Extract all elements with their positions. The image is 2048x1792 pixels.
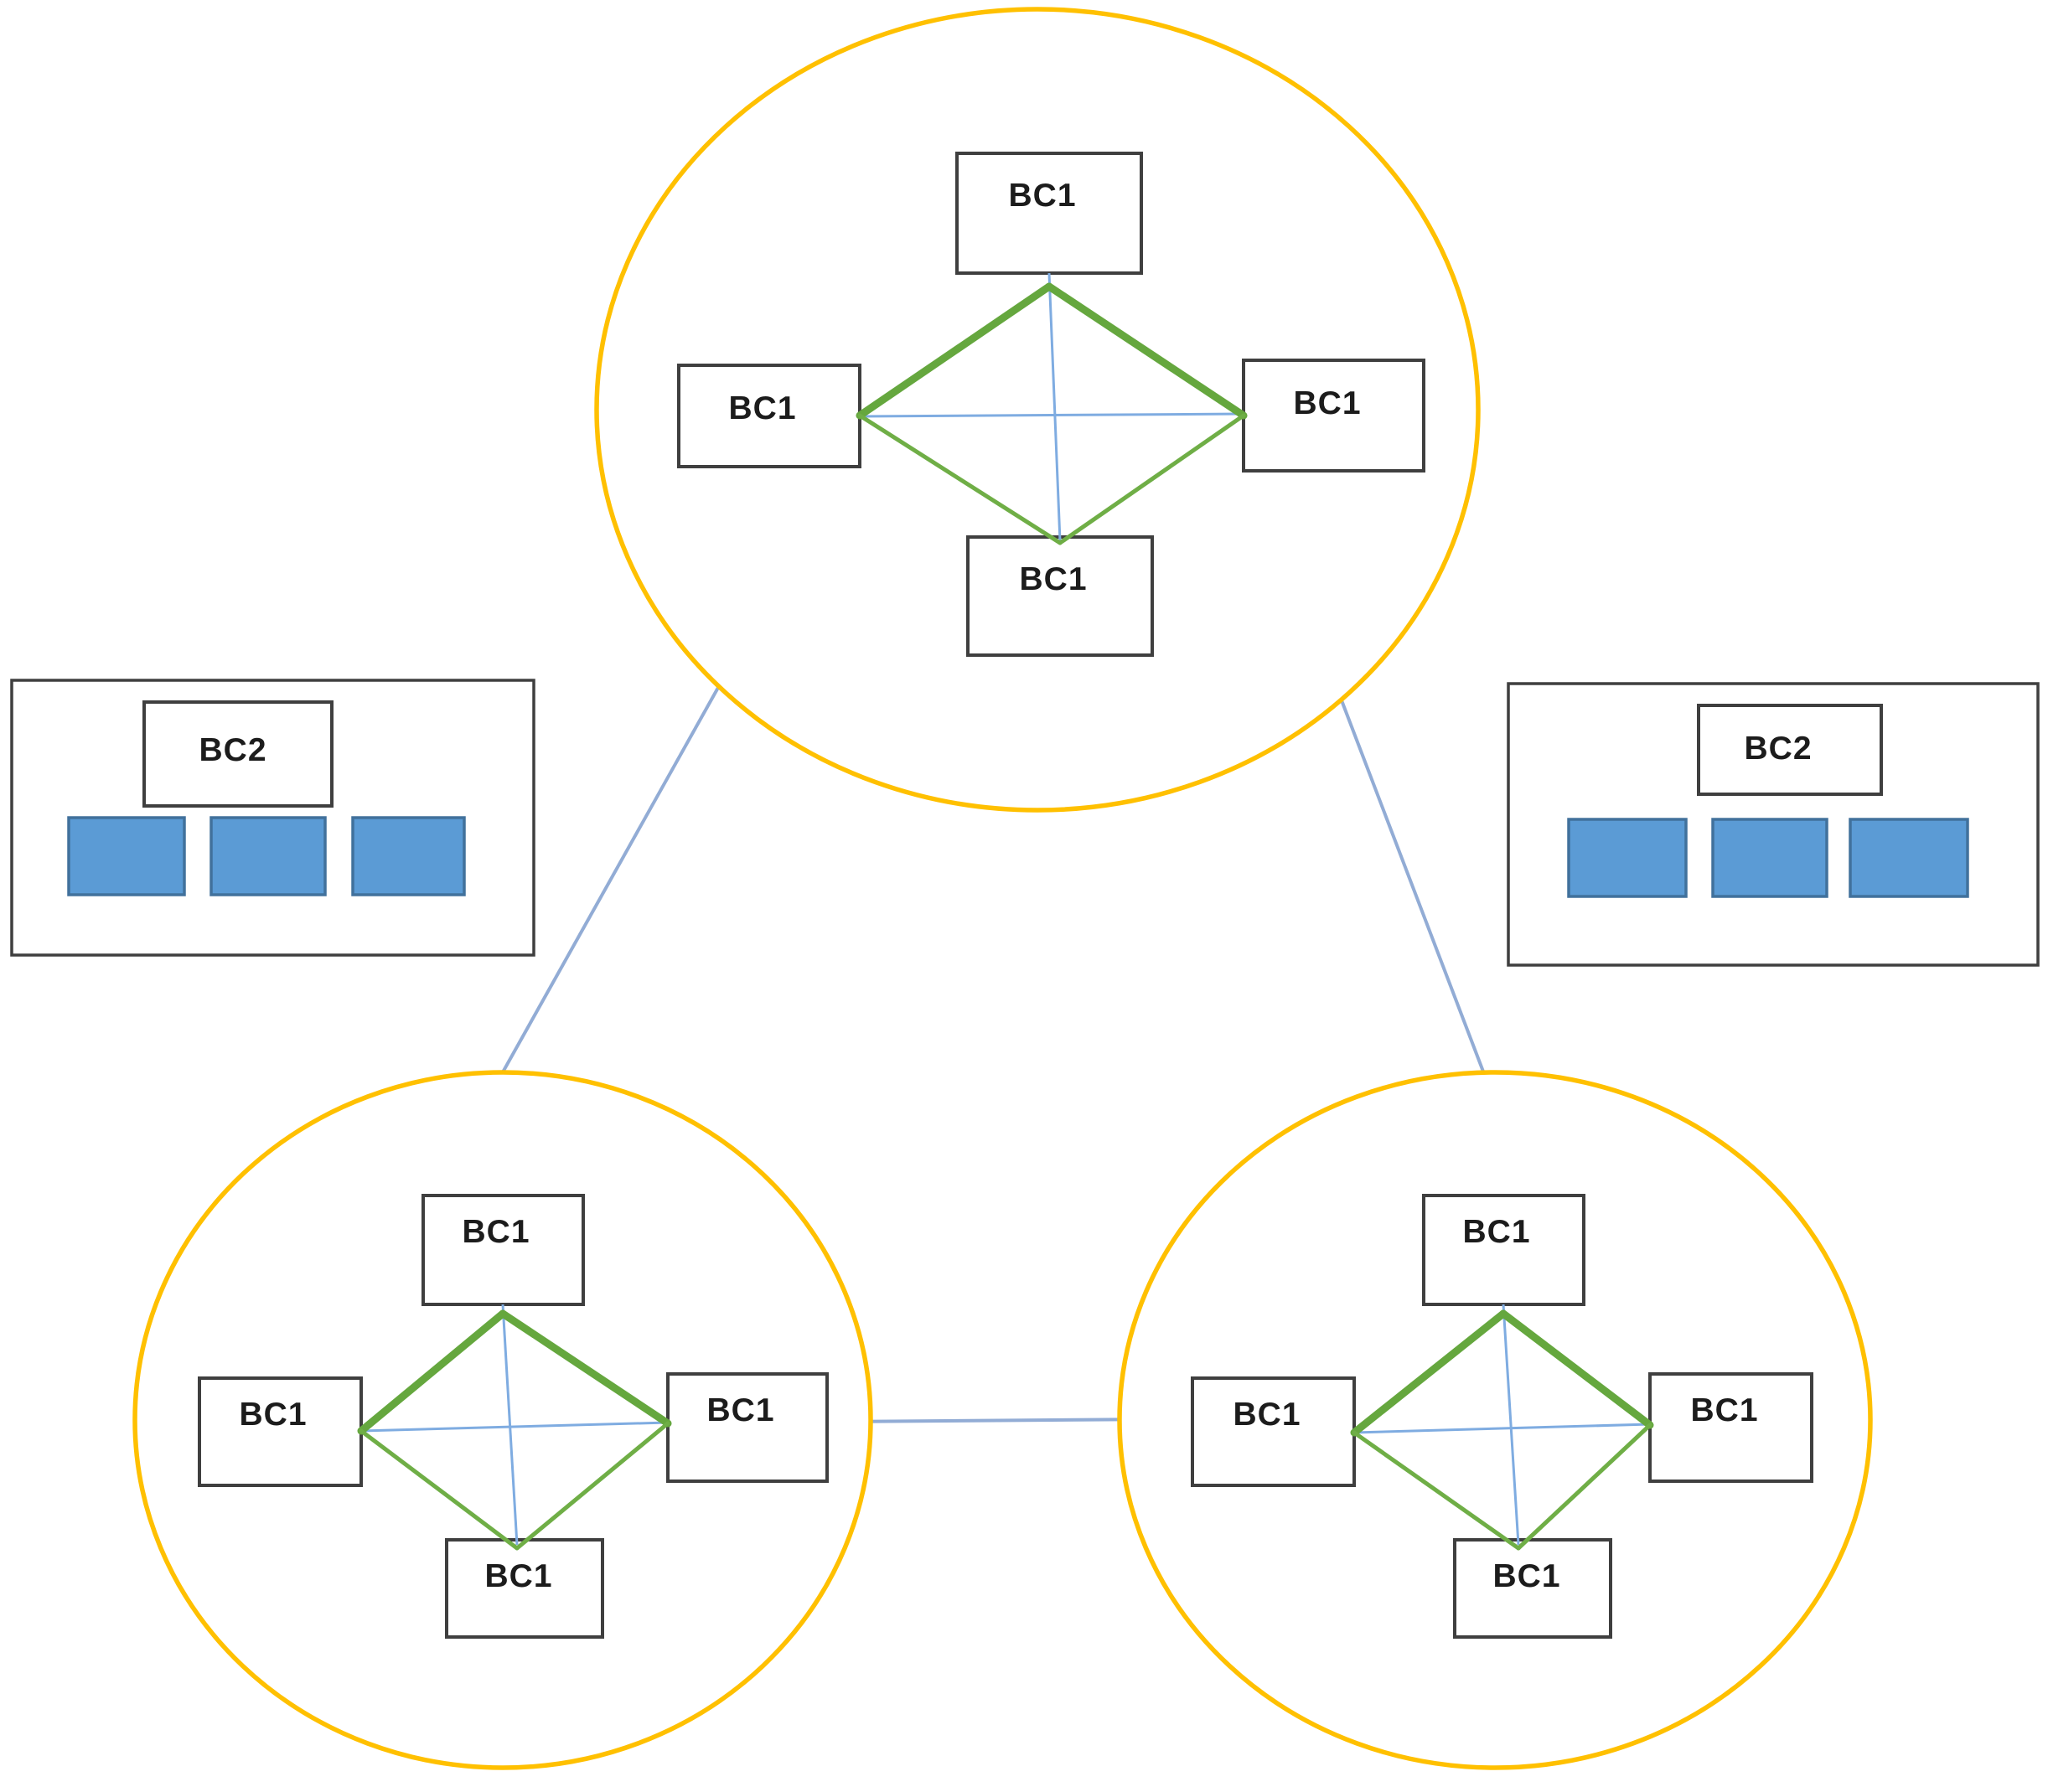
cluster-bottom-left-diamond-edge-northeast xyxy=(499,1309,672,1428)
cluster-bottom-right-diamond-edge-northwest xyxy=(1350,1309,1508,1437)
connector-top-to-bottom-left xyxy=(478,657,737,1113)
panel-left: BC2 xyxy=(10,679,535,957)
cluster-bottom-left-node-east xyxy=(666,1372,829,1483)
cluster-bottom-left-node-north xyxy=(421,1194,585,1306)
cluster-top-diamond-edge-northwest xyxy=(856,282,1053,420)
connector-top-to-bottom-right xyxy=(1322,653,1502,1118)
cluster-bottom-right-horizontal-link xyxy=(1353,1423,1651,1434)
cluster-bottom-left-node-north-label: BC1 xyxy=(462,1214,530,1250)
cluster-top-node-east-label: BC1 xyxy=(1293,385,1361,421)
connector-bottom-left-to-bottom-right xyxy=(833,1418,1161,1423)
panel-left-bc2-label: BC2 xyxy=(199,732,266,768)
panel-right-bc2-label: BC2 xyxy=(1744,731,1812,767)
inter-cluster-connectors xyxy=(478,653,1502,1423)
panel-left-chip-1 xyxy=(67,816,186,896)
cluster-bottom-right-node-north xyxy=(1422,1194,1585,1306)
panel-right-chip-3 xyxy=(1849,818,1969,898)
cluster-bottom-right-node-east-label: BC1 xyxy=(1690,1392,1758,1428)
cluster-bottom-left: BC1 BC1 BC1 BC1 xyxy=(132,1070,873,1770)
cluster-bottom-right-node-east xyxy=(1648,1372,1813,1483)
cluster-bottom-left-diamond-edge-southwest xyxy=(359,1428,520,1551)
cluster-top-node-north-label: BC1 xyxy=(1008,178,1076,214)
cluster-bottom-right-diamond-edge-southwest xyxy=(1352,1430,1521,1551)
cluster-bottom-left-ring xyxy=(132,1070,873,1770)
cluster-top-ring xyxy=(594,7,1481,813)
panel-left-chip-2 xyxy=(209,816,327,896)
cluster-bottom-left-vertical-link xyxy=(501,1304,519,1546)
panel-right-bc2-node xyxy=(1697,704,1883,796)
cluster-bottom-left-node-south-label: BC1 xyxy=(484,1558,552,1594)
cluster-top-diamond-edge-northeast xyxy=(1045,282,1248,420)
cluster-bottom-right-node-north-label: BC1 xyxy=(1462,1214,1530,1250)
cluster-top-vertical-link xyxy=(1047,272,1062,542)
panel-left-bc2-node xyxy=(142,700,334,808)
cluster-bottom-left-diamond-edge-northwest xyxy=(357,1309,507,1435)
cluster-top: BC1 BC1 BC1 BC1 xyxy=(594,7,1481,813)
cluster-bottom-left-node-east-label: BC1 xyxy=(706,1392,774,1428)
panel-right: BC2 xyxy=(1507,682,2040,967)
cluster-top-node-west-label: BC1 xyxy=(728,390,796,426)
cluster-bottom-left-horizontal-link xyxy=(360,1421,669,1433)
cluster-bottom-right-node-west-label: BC1 xyxy=(1233,1397,1301,1433)
cluster-bottom-left-node-west xyxy=(198,1376,363,1487)
panel-right-chip-1 xyxy=(1567,818,1688,898)
cluster-bottom-right-node-west xyxy=(1191,1376,1356,1487)
cluster-top-node-east xyxy=(1242,359,1425,473)
cluster-top-diamond-edge-southwest xyxy=(857,413,1063,545)
cluster-bottom-right-diamond-edge-northeast xyxy=(1499,1309,1654,1429)
cluster-bottom-right: BC1 BC1 BC1 BC1 xyxy=(1117,1070,1873,1770)
cluster-top-diamond-edge-southeast xyxy=(1058,413,1246,545)
cluster-top-horizontal-link xyxy=(859,412,1244,418)
cluster-bottom-left-diamond-edge-southeast xyxy=(515,1421,670,1551)
panel-left-chip-3 xyxy=(351,816,466,896)
cluster-bottom-right-diamond-edge-southeast xyxy=(1516,1423,1652,1551)
cluster-bottom-right-ring xyxy=(1117,1070,1873,1770)
cluster-bottom-right-node-south xyxy=(1453,1538,1612,1639)
cluster-bottom-right-vertical-link xyxy=(1502,1304,1520,1546)
panel-right-chip-2 xyxy=(1711,818,1828,898)
cluster-top-node-south-label: BC1 xyxy=(1019,561,1087,597)
cluster-bottom-right-node-south-label: BC1 xyxy=(1492,1558,1560,1594)
cluster-bottom-left-node-west-label: BC1 xyxy=(239,1397,307,1433)
